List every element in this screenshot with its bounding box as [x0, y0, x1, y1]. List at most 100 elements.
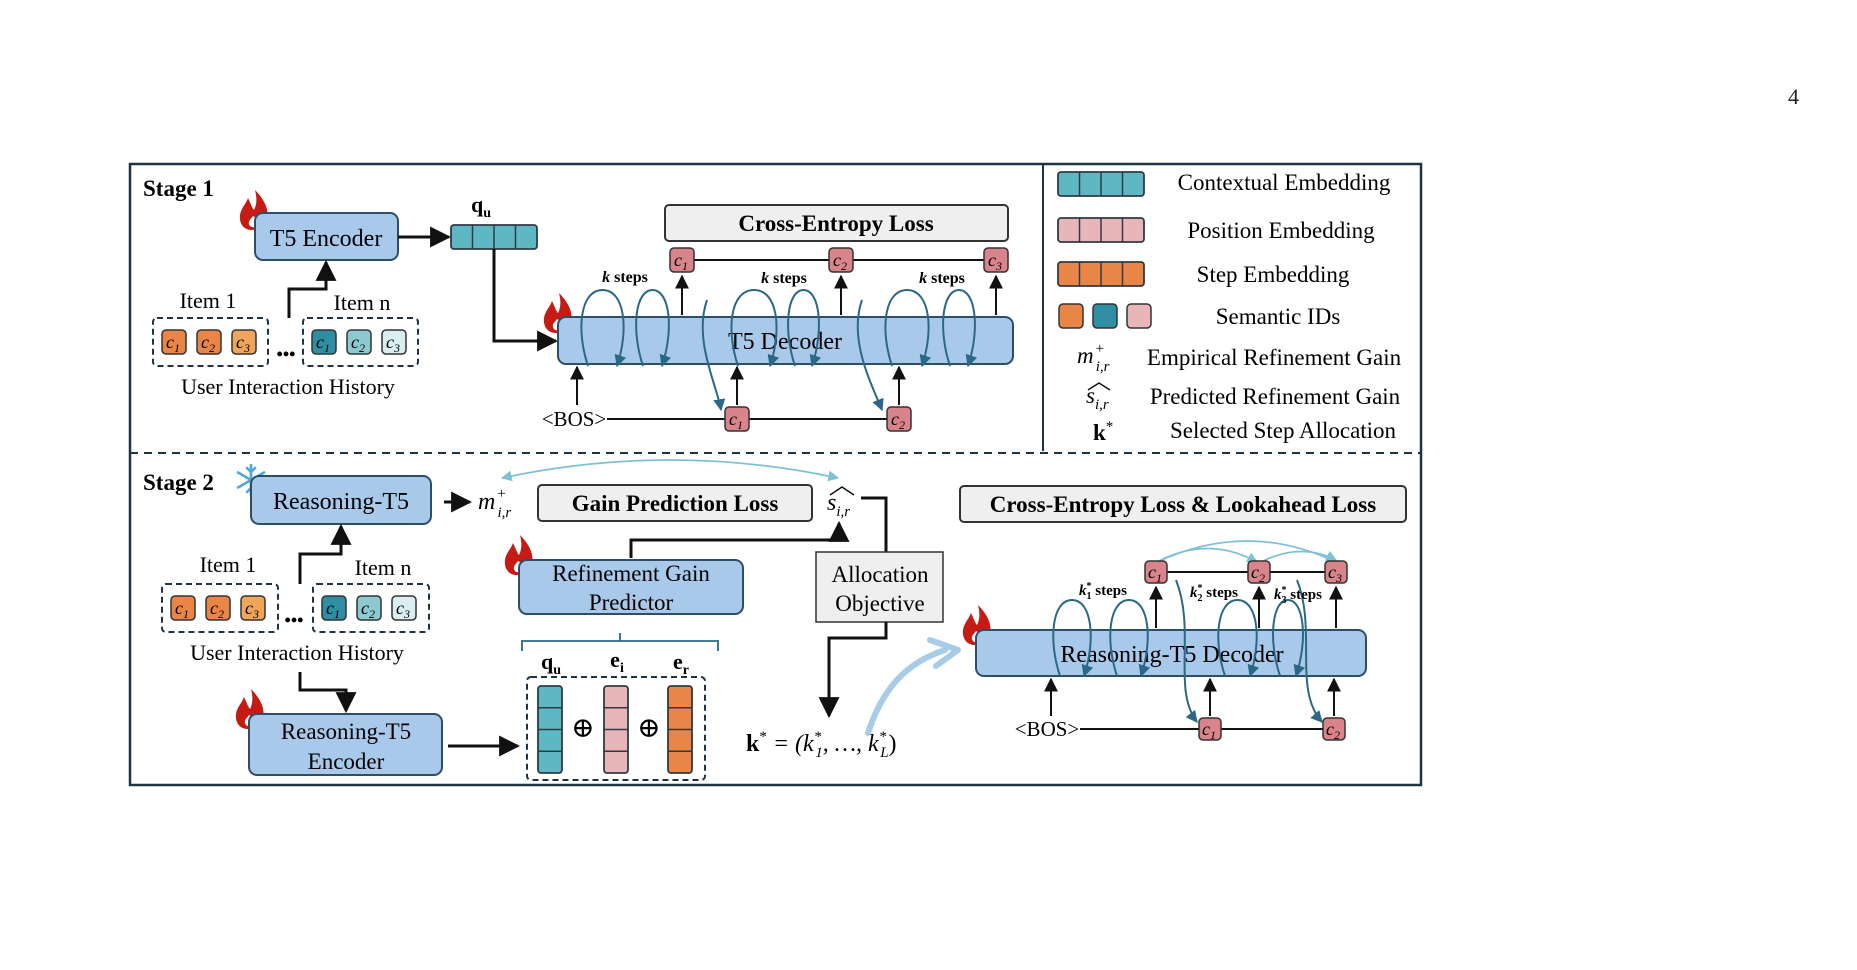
semantic-id-token: c2	[196, 329, 222, 355]
ei-vertical-vector	[603, 685, 629, 774]
qu-to-decoder-arrow	[492, 249, 559, 352]
k-steps-label: k steps	[602, 269, 648, 286]
contextual-embedding-swatch	[1057, 171, 1145, 197]
semantic-id-token: c2	[356, 595, 382, 621]
history-label: User Interaction History	[190, 640, 404, 665]
svg-text:c1: c1	[166, 332, 180, 355]
stage2-title: Stage 2	[143, 470, 214, 495]
predictor-label-line2: Predictor	[589, 590, 674, 615]
semantic-id-token: c1	[1198, 717, 1222, 742]
semantic-id-token: c3	[240, 595, 266, 621]
reasoning-encoder-line2: Encoder	[308, 749, 385, 774]
lookahead-arc	[1260, 550, 1337, 563]
qu-vector	[450, 224, 538, 250]
item1-group	[161, 583, 279, 633]
refinement-loop	[1052, 598, 1094, 678]
stage1-title: Stage 1	[143, 176, 214, 201]
predictor-label-line1: Refinement Gain	[552, 561, 710, 586]
semantic-id-token: c3	[983, 247, 1009, 273]
semantic-id-token: c1	[321, 595, 347, 621]
oplus-symbol: ⊕	[637, 713, 660, 744]
svg-text:c3: c3	[236, 332, 250, 355]
legend: Contextual Embedding Position Embedding …	[1057, 170, 1402, 445]
t5-encoder-label: T5 Encoder	[270, 226, 383, 252]
qu-vertical-vector	[537, 685, 563, 774]
semantic-id-token: c1	[669, 247, 695, 273]
t5-decoder-box	[557, 316, 1014, 365]
ce-lookahead-loss-box	[959, 485, 1407, 523]
gain-prediction-loss-box	[537, 484, 813, 522]
k-steps-label: k steps	[761, 270, 807, 287]
semantic-id-token: c1	[161, 329, 187, 355]
refinement-loop	[1175, 579, 1198, 723]
reasoning-t5-decoder-label: Reasoning-T5 Decoder	[1060, 642, 1283, 668]
history-to-encoder-arrow	[298, 672, 357, 714]
oplus-symbol: ⊕	[571, 713, 594, 744]
t5-decoder-label: T5 Decoder	[728, 329, 842, 355]
ce-lookahead-loss-label: Cross-Entropy Loss & Lookahead Loss	[990, 492, 1376, 517]
step-embedding-swatch	[1057, 261, 1145, 287]
refinement-loop	[635, 288, 672, 368]
history-ellipsis: •••	[277, 344, 296, 364]
legend-s-symbol: si,r	[1086, 383, 1109, 413]
svg-text:c1: c1	[674, 250, 688, 273]
cross-entropy-loss-box	[664, 204, 1009, 242]
reasoning-t5-label: Reasoning-T5	[273, 489, 409, 515]
kstar-to-decoder-arrow	[865, 647, 948, 736]
refinement-loop	[1109, 598, 1151, 678]
qu-vector-label: qu	[541, 649, 561, 678]
s-to-allocation-line	[861, 496, 888, 552]
history-to-reasoning-arrow	[298, 523, 352, 584]
semantic-id-token: c1	[724, 406, 750, 432]
feature-group	[526, 676, 706, 781]
refinement-loop	[787, 288, 822, 368]
semantic-id-swatch	[1126, 303, 1152, 329]
semantic-id-token: c2	[1247, 560, 1271, 585]
k-steps-label: k*1 steps	[1079, 581, 1127, 602]
semantic-id-token: c1	[311, 329, 337, 355]
input-codes: c1 c2	[1044, 677, 1346, 742]
refinement-loop	[1217, 598, 1260, 678]
cross-entropy-loss-label: Cross-Entropy Loss	[738, 211, 933, 236]
er-vector-label: er	[673, 649, 689, 678]
semantic-id-token: c2	[828, 247, 854, 273]
ei-vector-label: ei	[610, 647, 624, 676]
svg-text:c2: c2	[1326, 719, 1340, 742]
refinement-loop	[580, 288, 627, 368]
itemn-group	[302, 317, 419, 367]
svg-text:c2: c2	[361, 598, 375, 621]
svg-text:c1: c1	[175, 598, 189, 621]
svg-text:c2: c2	[1251, 562, 1265, 585]
svg-text:c1: c1	[316, 332, 330, 355]
legend-swatches	[1057, 171, 1152, 329]
svg-text:c2: c2	[201, 332, 215, 355]
k-steps-label: k*2 steps	[1190, 583, 1238, 604]
refinement-gain-predictor-box	[518, 559, 744, 615]
svg-text:c1: c1	[729, 409, 743, 432]
svg-text:c3: c3	[988, 250, 1002, 273]
k-steps-label: k*3 steps	[1274, 585, 1322, 606]
legend-selected-step: Selected Step Allocation	[1170, 418, 1397, 443]
feature-brace	[521, 633, 719, 651]
reasoning-encoder-line1: Reasoning-T5	[281, 719, 411, 744]
semantic-id-token: c2	[205, 595, 231, 621]
history-ellipsis: •••	[285, 610, 304, 630]
allocation-label-line2: Objective	[835, 591, 924, 616]
itemn-label: Item n	[355, 555, 412, 580]
gain-comparison-arc	[500, 459, 840, 482]
semantic-id-token: c3	[1324, 560, 1348, 585]
legend-position: Position Embedding	[1187, 218, 1375, 243]
legend-predicted-gain: Predicted Refinement Gain	[1150, 384, 1401, 409]
legend-contextual: Contextual Embedding	[1178, 170, 1391, 195]
step-loops	[580, 288, 978, 412]
svg-text:c3: c3	[1328, 562, 1342, 585]
predictor-to-s-arrow	[629, 520, 850, 558]
svg-text:c3: c3	[386, 332, 400, 355]
allocation-to-kstar-arrow	[818, 622, 888, 719]
svg-text:c1: c1	[326, 598, 340, 621]
refinement-loop	[942, 288, 978, 368]
